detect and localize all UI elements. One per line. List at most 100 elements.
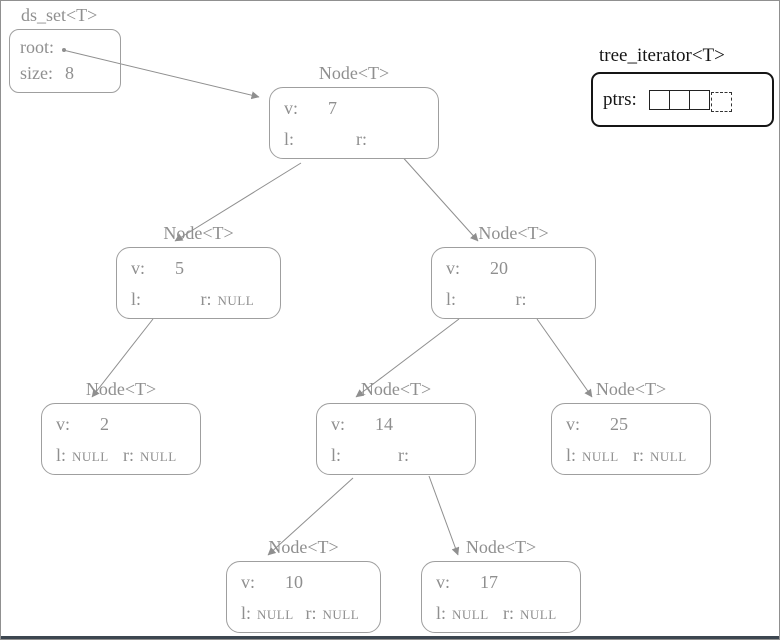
tree-node-2: Node<T> v: 2 l: NULL r: NULL — [41, 377, 201, 475]
right-ptr: r: NULL — [633, 445, 700, 466]
node-box: v: 14 l: r: — [316, 403, 476, 475]
tree-node-7: Node<T> v: 7 l: r: — [269, 61, 439, 159]
pointer-row: l:NULL r: NULL — [436, 603, 570, 624]
right-ptr: r:NULL — [201, 289, 271, 310]
tree-node-25: Node<T> v: 25 l: NULL r: NULL — [551, 377, 711, 475]
tree-node-10: Node<T> v: 10 l: NULL r: NULL — [226, 535, 381, 633]
pointer-row: l: r: — [331, 445, 465, 466]
right-ptr: r: — [516, 289, 586, 310]
right-ptr-value: NULL — [650, 449, 687, 464]
value-row: v: 14 — [331, 414, 393, 435]
size-value: 8 — [65, 63, 74, 83]
left-ptr-value: NULL — [257, 607, 294, 622]
tree-iterator-box: ptrs: — [591, 72, 774, 127]
node-type-label: Node<T> — [268, 537, 339, 557]
value-label: v: — [331, 414, 346, 434]
left-ptr-label: l: — [241, 603, 252, 623]
right-ptr: r: NULL — [306, 603, 371, 624]
left-ptr-label: l: — [131, 289, 142, 309]
left-ptr-label: l: — [436, 603, 447, 623]
right-ptr-label: r: — [515, 289, 527, 309]
node-type-label: Node<T> — [360, 379, 432, 399]
node-type-label: Node<T> — [318, 63, 390, 83]
node-type-label: Node<T> — [465, 537, 537, 557]
left-ptr: l: — [284, 129, 356, 150]
right-ptr-value: NULL — [217, 293, 255, 308]
node-value: 25 — [610, 414, 629, 434]
root-field: root: — [20, 34, 120, 60]
node-box: v:17 l:NULL r: NULL — [421, 561, 581, 633]
value-label: v: — [56, 414, 71, 434]
pointer-row: l: NULL r: NULL — [241, 603, 370, 624]
node-box: v: 20 l: r: — [431, 247, 596, 319]
node-type-label: Node<T> — [478, 223, 549, 243]
right-ptr: r: — [398, 445, 465, 466]
ds-set-box: root: size:8 — [9, 29, 121, 93]
value-row: v: 20 — [446, 258, 508, 279]
value-row: v: 2 — [56, 414, 109, 435]
right-ptr-value: NULL — [520, 607, 557, 622]
tree-iterator-title: tree_iterator<T> — [599, 45, 725, 66]
right-ptr-value: NULL — [322, 607, 360, 622]
node-value: 10 — [285, 572, 304, 592]
ptr-cell-2 — [668, 89, 690, 110]
node-box: v: 25 l: NULL r: NULL — [551, 403, 711, 475]
pointer-row: l: r:NULL — [131, 289, 270, 310]
node-box: v:5 l: r:NULL — [116, 247, 281, 319]
pointer-row: l: r: — [446, 289, 585, 310]
pointer-row: l: NULL r: NULL — [56, 445, 190, 466]
ptrs-cells — [648, 89, 732, 112]
root-label: root: — [20, 37, 54, 57]
right-ptr-label: r: — [123, 445, 134, 465]
left-ptr: l: NULL — [56, 445, 123, 466]
right-ptr-value: NULL — [140, 449, 177, 464]
ptr-cell-4-dashed — [710, 91, 732, 112]
node-box: v: 2 l: NULL r: NULL — [41, 403, 201, 475]
node-value: 7 — [328, 98, 338, 118]
tree-node-5: Node<T> v:5 l: r:NULL — [116, 221, 281, 319]
ptrs-label: ptrs: — [603, 88, 637, 110]
value-row: v:5 — [131, 258, 184, 279]
value-label: v: — [436, 572, 451, 592]
pointer-row: l: r: — [284, 129, 428, 150]
size-field: size:8 — [20, 60, 120, 86]
window-bottom-edge — [1, 636, 779, 639]
node-type-label: Node<T> — [163, 223, 234, 243]
left-ptr: l: NULL — [566, 445, 633, 466]
left-ptr-label: l: — [56, 445, 67, 465]
value-label: v: — [241, 572, 256, 592]
value-label: v: — [131, 258, 146, 278]
tree-node-20: Node<T> v: 20 l: r: — [431, 221, 596, 319]
value-row: v:17 — [436, 572, 498, 593]
node-box: v: 10 l: NULL r: NULL — [226, 561, 381, 633]
node-value: 20 — [490, 258, 509, 278]
value-row: v: 7 — [284, 98, 337, 119]
node-type-label: Node<T> — [85, 379, 157, 399]
left-ptr-value: NULL — [72, 449, 109, 464]
pointer-row: l: NULL r: NULL — [566, 445, 700, 466]
left-ptr-label: l: — [566, 445, 577, 465]
node-value: 14 — [375, 414, 394, 434]
ptr-cell-3 — [688, 89, 710, 110]
node-value: 2 — [100, 414, 110, 434]
left-ptr-label: l: — [331, 445, 342, 465]
node-type-label: Node<T> — [595, 379, 667, 399]
left-ptr: l: NULL — [241, 603, 306, 624]
left-ptr-label: l: — [446, 289, 457, 309]
value-label: v: — [566, 414, 581, 434]
root-pointer-dot — [62, 48, 66, 52]
left-ptr-value: NULL — [582, 449, 619, 464]
right-ptr: r: NULL — [123, 445, 190, 466]
left-ptr: l:NULL — [436, 603, 503, 624]
tree-node-17: Node<T> v:17 l:NULL r: NULL — [421, 535, 581, 633]
value-label: v: — [446, 258, 461, 278]
right-ptr-label: r: — [503, 603, 514, 623]
right-ptr-label: r: — [305, 603, 317, 623]
value-label: v: — [284, 98, 299, 118]
right-ptr-label: r: — [356, 129, 367, 149]
value-row: v: 10 — [241, 572, 303, 593]
right-ptr: r: NULL — [503, 603, 570, 624]
right-ptr-label: r: — [633, 445, 644, 465]
right-ptr-label: r: — [398, 445, 409, 465]
